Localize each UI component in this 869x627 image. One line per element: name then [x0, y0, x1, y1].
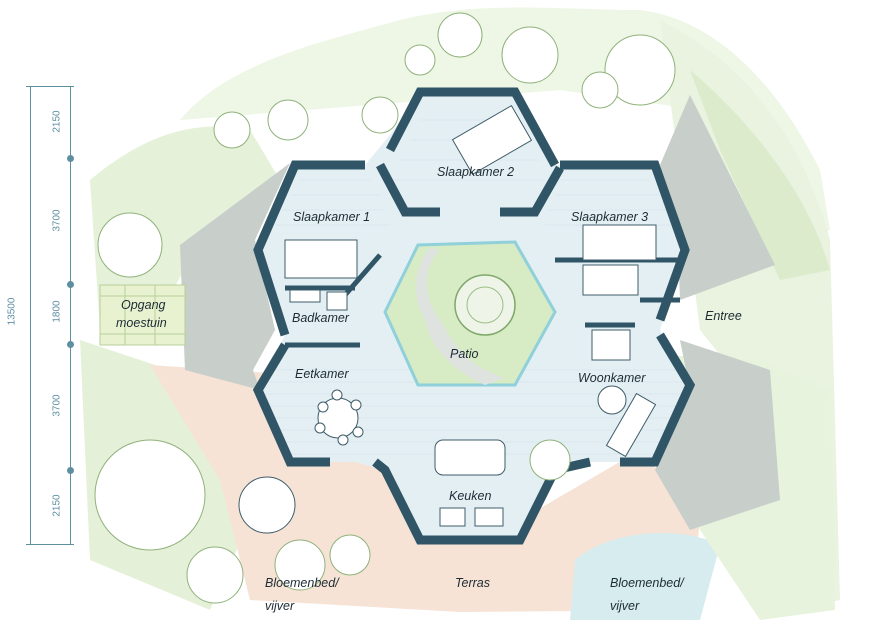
opgang-moestuin-path	[99, 284, 186, 346]
area-label-opgang-line1: Opgang	[121, 298, 166, 312]
room-label-slaapkamer-3: Slaapkamer 3	[571, 210, 649, 224]
dimension-line	[70, 86, 71, 544]
slope-right-bottom	[655, 340, 780, 530]
dimension-segment-label: 2150	[51, 494, 63, 517]
room-label-keuken: Keuken	[449, 489, 492, 503]
area-label-bloemenbed-right-line1: Bloemenbed/	[610, 576, 684, 590]
dimension-tick	[67, 155, 74, 162]
pond-right	[570, 533, 720, 620]
dimension-segment-label: 1800	[51, 300, 63, 323]
house-walls	[252, 87, 696, 545]
plants	[94, 12, 676, 604]
dimension-cap-top	[26, 86, 74, 87]
dimension-line-total	[30, 86, 31, 544]
area-label-bloemenbed-right-line2: vijver	[610, 599, 640, 613]
room-label-badkamer: Badkamer	[292, 311, 349, 325]
dimension-tick	[67, 467, 74, 474]
opgang-steps	[100, 285, 185, 345]
area-label-bloemenbed-left-line2: vijver	[265, 599, 295, 613]
slope-left	[180, 163, 290, 390]
room-label-eetkamer: Eetkamer	[295, 367, 349, 381]
room-label-slaapkamer-2: Slaapkamer 2	[437, 165, 515, 179]
dimension-segment-label: 3700	[51, 209, 63, 232]
room-label-patio: Patio	[450, 347, 479, 361]
area-label-opgang-line2: moestuin	[116, 316, 167, 330]
dimension-total-label: 13500	[6, 297, 18, 326]
dimension-tick	[67, 281, 74, 288]
room-label-entree: Entree	[705, 309, 742, 323]
dimension-segment-label: 3700	[51, 394, 63, 417]
furniture	[238, 104, 657, 534]
patio-tree	[454, 274, 516, 336]
room-label-woonkamer: Woonkamer	[578, 371, 646, 385]
area-label-bloemenbed-left-line1: Bloemenbed/	[265, 576, 339, 590]
patio-path	[415, 248, 505, 385]
room-label-slaapkamer-1: Slaapkamer 1	[293, 210, 371, 224]
dimension-cap-bottom	[26, 544, 74, 545]
area-label-terras: Terras	[455, 576, 490, 590]
dimension-tick	[67, 341, 74, 348]
dimension-segment-label: 2150	[51, 110, 63, 133]
